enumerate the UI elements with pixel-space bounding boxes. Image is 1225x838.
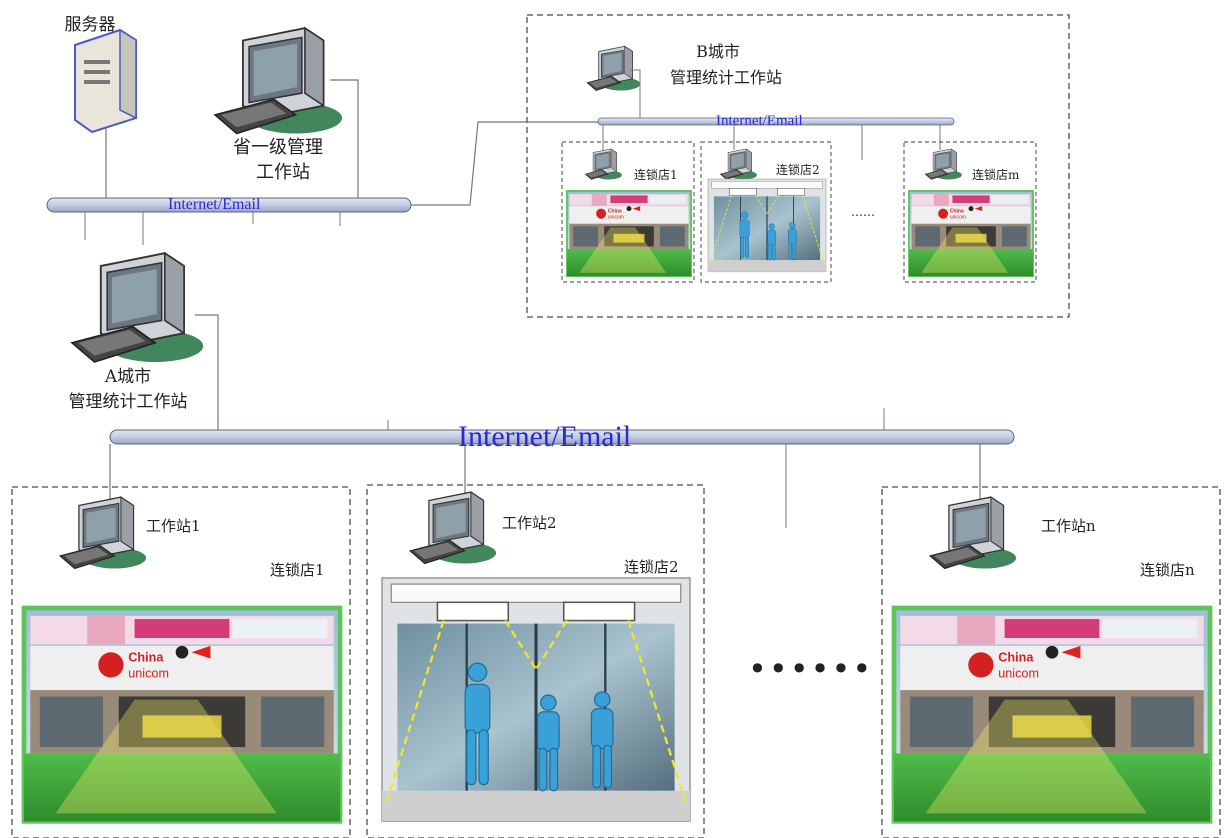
- b-store-m-label: 连锁店m: [972, 168, 1020, 182]
- b-store-frame-2: [700, 141, 832, 283]
- a-store-2-label: 连锁店2: [624, 558, 679, 576]
- a-station-1-label: 工作站1: [146, 517, 201, 535]
- city-a-pc-icon: [71, 252, 205, 363]
- city-b-bus: [597, 117, 955, 126]
- a-store-1-photo: [24, 608, 340, 821]
- province-label-line2: 工作站: [256, 162, 310, 183]
- a-store-frame-2: [366, 484, 705, 838]
- city-b-link: [630, 69, 641, 118]
- server-label: 服务器: [64, 15, 116, 35]
- a-store-n-pc-icon: [929, 496, 1017, 570]
- province-link: [330, 79, 359, 202]
- a-store-2-pc-icon: [409, 491, 497, 565]
- a-store-frame-n: [881, 486, 1221, 838]
- main-bus: [109, 429, 1015, 445]
- b-store-1-pc-icon: [584, 148, 623, 180]
- province-label-line1: 省一级管理: [233, 137, 323, 158]
- b-store-m-photo: [908, 190, 1034, 277]
- b-store-2-pc-icon: [719, 148, 758, 180]
- a-store-n-label: 连锁店n: [1140, 561, 1195, 579]
- top-to-b-link: [411, 121, 598, 206]
- b-store-1-label: 连锁店1: [634, 168, 678, 182]
- stores-ellipsis: ••••••: [748, 650, 874, 688]
- b-store-2-photo: [707, 178, 827, 273]
- top-bus-label: Internet/Email: [168, 196, 261, 213]
- a-store-n-photo: [894, 608, 1210, 821]
- city-b-bus-label: Internet/Email: [716, 113, 803, 129]
- server-icon: [74, 28, 137, 134]
- b-store-frame-1: [561, 141, 695, 283]
- a-store-1-label: 连锁店1: [270, 561, 325, 579]
- b-stores-ellipsis: ……: [851, 205, 875, 219]
- city-a-label-line1: A城市: [104, 367, 152, 387]
- a-station-2-label: 工作站2: [502, 514, 557, 532]
- a-store-frame-1: [11, 486, 351, 838]
- a-store-2-photo: [380, 576, 692, 823]
- a-station-n-label: 工作站n: [1041, 517, 1096, 535]
- city-a-label-line2: 管理统计工作站: [68, 392, 188, 412]
- b-store-frame-m: [903, 141, 1037, 283]
- city-b-frame: [526, 14, 1070, 318]
- a-store-1-pc-icon: [59, 496, 147, 570]
- main-bus-label: Internet/Email: [458, 420, 632, 453]
- b-store-m-pc-icon: [924, 148, 963, 180]
- b-store-2-label: 连锁店2: [776, 163, 820, 177]
- city-b-label-line1: B城市: [696, 42, 740, 61]
- b-store-1-photo: [566, 190, 692, 277]
- city-b-pc-icon: [586, 45, 641, 91]
- city-b-label-line2: 管理统计工作站: [669, 68, 783, 87]
- province-pc-icon: [214, 27, 344, 135]
- city-a-link: [195, 314, 219, 432]
